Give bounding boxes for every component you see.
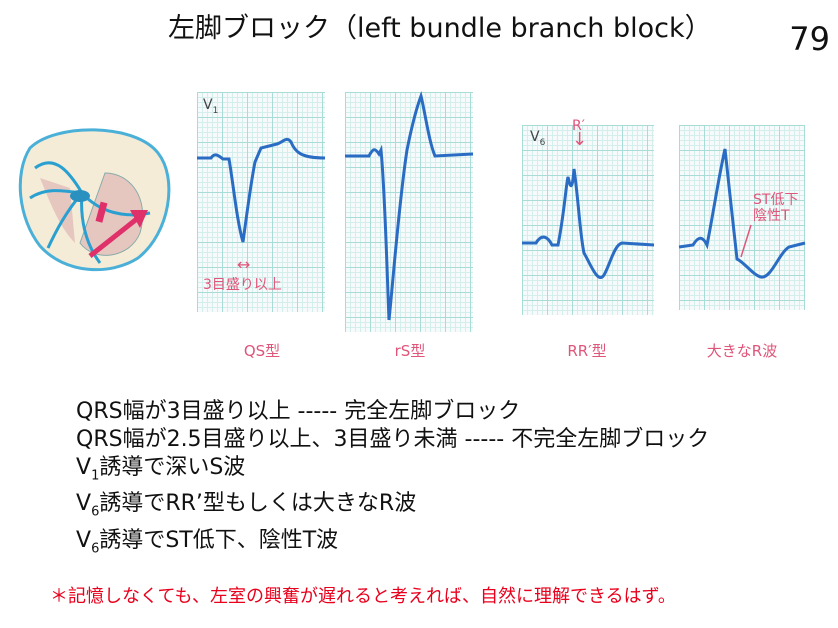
- width-arrow: ↔: [237, 255, 251, 274]
- criteria-line: V6誘導でST低下、陰性T波: [76, 527, 339, 557]
- ecg-trace: [522, 168, 655, 279]
- width-label: 3目盛り以上: [203, 277, 282, 293]
- ecg-panel-rs: [345, 90, 474, 332]
- caption-rr: RR′型: [567, 342, 607, 360]
- criteria-line: V6誘導でRR’型もしくは大きなR波: [76, 491, 417, 520]
- footnote: ＊記憶しなくても、左室の興奮が遅れると考えれば、自然に理解できるはず。: [50, 586, 676, 607]
- block-marker: [95, 201, 108, 223]
- ecg-panel-v6-rr: V6 R′ ↓: [522, 119, 655, 315]
- ecg-trace: [345, 90, 474, 321]
- criteria-line: V1誘導で深いS波: [76, 455, 246, 484]
- st-pointer-line: [740, 224, 752, 258]
- ecg-trace: [678, 148, 806, 279]
- page-number: 79: [789, 20, 830, 58]
- criteria-line: QRS幅が3目盛り以上 ----- 完全左脚ブロック: [76, 399, 521, 424]
- excitation-arrow: [88, 216, 140, 258]
- caption-large-r: 大きなR波: [706, 342, 778, 360]
- ecg-panel-large-r: ST低下 陰性T: [678, 125, 806, 310]
- page-title: 左脚ブロック（left bundle branch block）: [168, 13, 712, 44]
- lead-label: V6: [530, 129, 546, 148]
- right-ventricle-wall: [40, 178, 75, 243]
- criteria-list: QRS幅が3目盛り以上 ----- 完全左脚ブロック QRS幅が2.5目盛り以上…: [76, 398, 709, 563]
- av-node: [70, 190, 90, 202]
- ecg-panel-v1-qs: V1 ↔ 3目盛り以上: [197, 92, 326, 312]
- criteria-line: QRS幅が2.5目盛り以上、3目盛り未満 ----- 不完全左脚ブロック: [76, 427, 710, 452]
- negative-t-label: 陰性T: [753, 208, 790, 224]
- excitation-arrowhead: [130, 210, 148, 228]
- r-prime-arrow: ↓: [572, 129, 588, 150]
- caption-rs: rS型: [394, 342, 426, 360]
- r-prime-label: R′: [572, 118, 585, 134]
- lead-label: V1: [203, 97, 219, 116]
- caption-qs: QS型: [243, 342, 281, 360]
- heart-conduction-diagram: [18, 128, 171, 272]
- st-depression-label: ST低下: [753, 192, 799, 208]
- ecg-trace: [197, 137, 326, 243]
